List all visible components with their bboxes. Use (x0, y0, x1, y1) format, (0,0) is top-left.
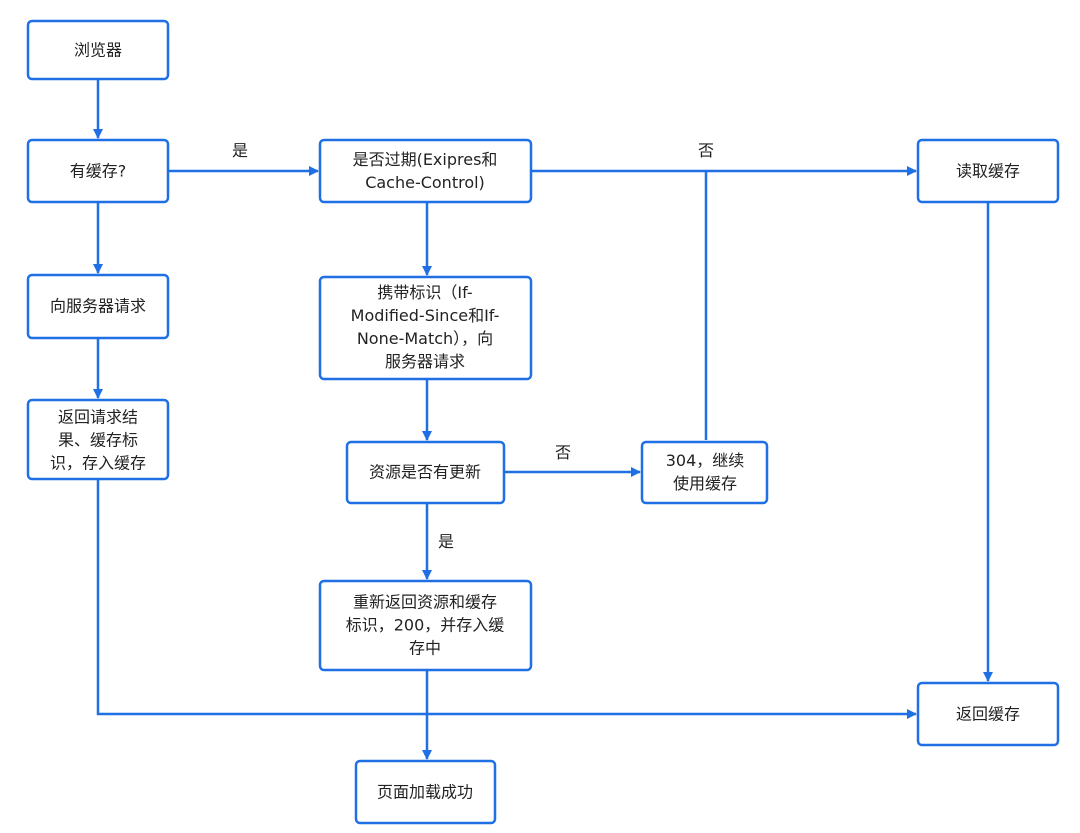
node-read-cache-line-1: 读取缓存 (956, 162, 1020, 181)
node-has-cache-box (26, 138, 170, 204)
node-return-result-line-3: 识，存入缓存 (50, 454, 146, 473)
node-carry-flags-line-1: 携带标识（If- (377, 283, 472, 302)
node-return-result-box (26, 398, 170, 481)
node-expired: 是否过期(Exipres和 Cache-Control) (318, 138, 533, 204)
node-return-cache-line-1: 返回缓存 (956, 705, 1020, 724)
node-request-server: 向服务器请求 (26, 273, 170, 340)
node-page-loaded: 页面加载成功 (354, 759, 497, 825)
node-return-new-line-2: 标识，200，并存入缓 (346, 616, 505, 635)
node-read-cache-box (916, 138, 1060, 204)
label-no-expired: 否 (698, 141, 714, 160)
node-request-server-line-1: 向服务器请求 (50, 297, 146, 316)
node-return-new-box (318, 579, 533, 672)
node-resource-updated-box (345, 440, 506, 505)
node-expired-line-1: 是否过期(Exipres和 (353, 150, 498, 169)
node-page-loaded-box (354, 759, 497, 825)
node-return-new-line-3: 存中 (409, 639, 441, 658)
node-expired-line-2: Cache-Control) (365, 173, 485, 192)
node-has-cache-line-1: 有缓存? (70, 162, 127, 181)
node-return-new-line-1: 重新返回资源和缓存 (353, 593, 497, 612)
edges (93, 79, 993, 760)
node-request-server-box (26, 273, 170, 340)
label-yes-has-cache: 是 (232, 141, 248, 160)
node-carry-flags-line-4: 服务器请求 (385, 352, 465, 371)
label-no-updated: 否 (555, 443, 571, 462)
node-expired-box (318, 138, 533, 204)
node-has-cache: 有缓存? (26, 138, 170, 204)
node-carry-flags-box (318, 275, 533, 381)
node-browser-box (26, 19, 170, 81)
node-carry-flags-line-2: Modified-Since和If- (351, 306, 500, 325)
node-read-cache: 读取缓存 (916, 138, 1060, 204)
node-return-cache: 返回缓存 (916, 681, 1060, 747)
node-return-cache-box (916, 681, 1060, 747)
node-resource-updated: 资源是否有更新 (345, 440, 506, 505)
node-not-modified-box (640, 440, 769, 505)
node-page-loaded-line-1: 页面加载成功 (377, 783, 473, 802)
label-yes-updated: 是 (438, 532, 454, 551)
node-carry-flags-line-3: None-Match），向 (357, 329, 493, 348)
node-not-modified-line-1: 304，继续 (666, 451, 745, 470)
edge-return-result-to-return-cache (96, 479, 917, 719)
node-return-result-line-1: 返回请求结 (58, 408, 138, 427)
node-not-modified-line-2: 使用缓存 (673, 474, 737, 493)
edge-labels: 是 否 否 是 (232, 141, 714, 551)
node-browser: 浏览器 (26, 19, 170, 81)
node-return-result-line-2: 果、缓存标 (58, 431, 138, 450)
node-resource-updated-line-1: 资源是否有更新 (369, 463, 481, 482)
node-browser-line-1: 浏览器 (74, 41, 122, 60)
node-carry-flags: 携带标识（If- Modified-Since和If- None-Match），向服… (318, 275, 533, 381)
